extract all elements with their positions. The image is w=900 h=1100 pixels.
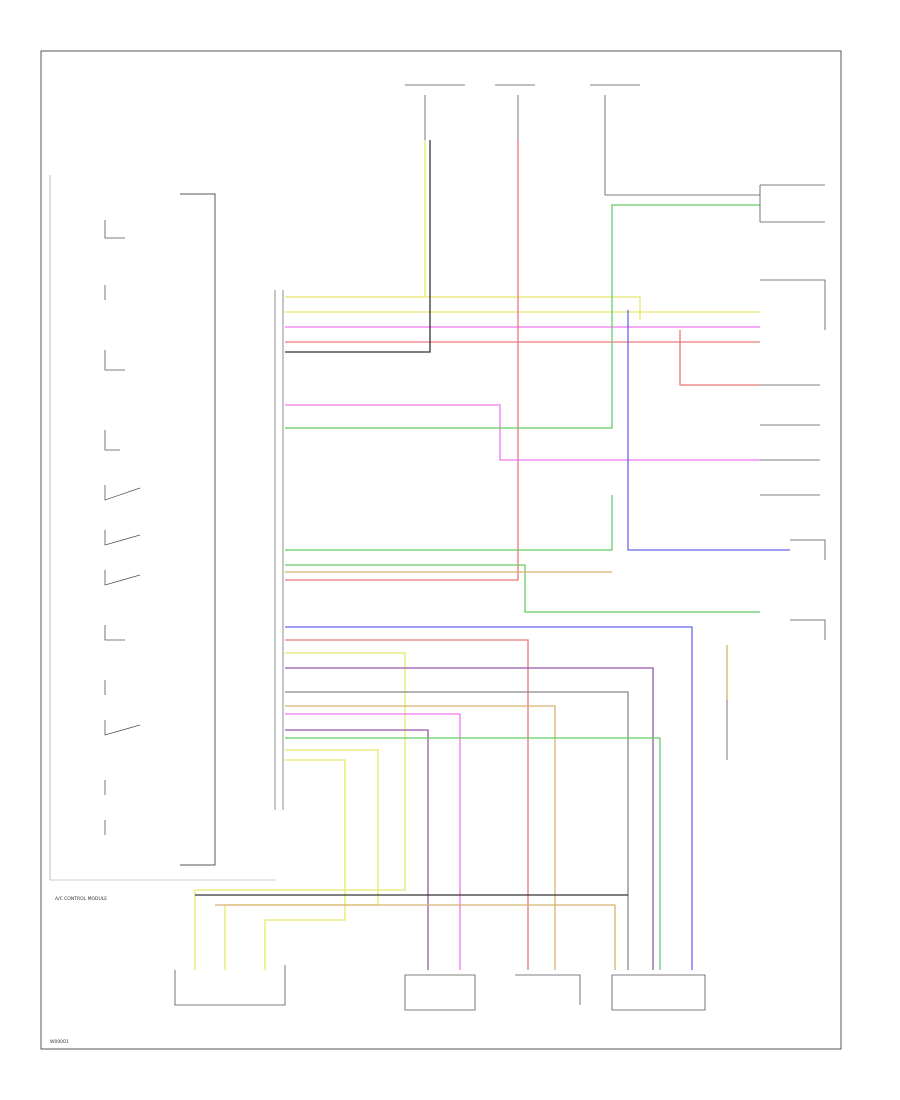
wire-blue-14 — [285, 626, 693, 970]
wire-green-11 — [285, 495, 613, 551]
wire-purple-21 — [285, 729, 429, 970]
wire-tan-19 — [285, 705, 556, 970]
module-label: A/C CONTROL MODULE — [55, 896, 107, 902]
right-components — [726, 184, 826, 760]
wire-red-7 — [679, 330, 760, 386]
ac-control-module: A/C CONTROL MODULE — [49, 175, 276, 902]
wire-green-22 — [285, 737, 661, 970]
wire-yellow-1 — [285, 140, 641, 320]
wire-red-15 — [285, 639, 529, 970]
diagram-frame — [40, 50, 842, 1050]
wire-yellow-24 — [264, 759, 346, 970]
bottom-components — [174, 965, 706, 1011]
wire-gray-18 — [285, 691, 629, 970]
footer-code: W00001 — [50, 1039, 69, 1045]
wire-yellow-16 — [194, 652, 406, 970]
wire-purple-17 — [285, 667, 654, 970]
wire-dark-6 — [285, 140, 431, 353]
wire-yellow-23 — [224, 749, 379, 970]
wire-pink-8 — [285, 404, 760, 461]
fuse-panel — [405, 84, 760, 196]
wire-blue-10 — [627, 310, 790, 551]
wire-tan-26 — [215, 904, 616, 970]
connector-terminals — [274, 290, 284, 810]
module-internal-symbols — [104, 220, 141, 835]
wire-green-12 — [285, 564, 760, 613]
wires — [194, 140, 790, 970]
wire-green-9 — [285, 204, 760, 429]
wire-red-5 — [285, 140, 519, 581]
wire-pink-20 — [285, 713, 461, 970]
